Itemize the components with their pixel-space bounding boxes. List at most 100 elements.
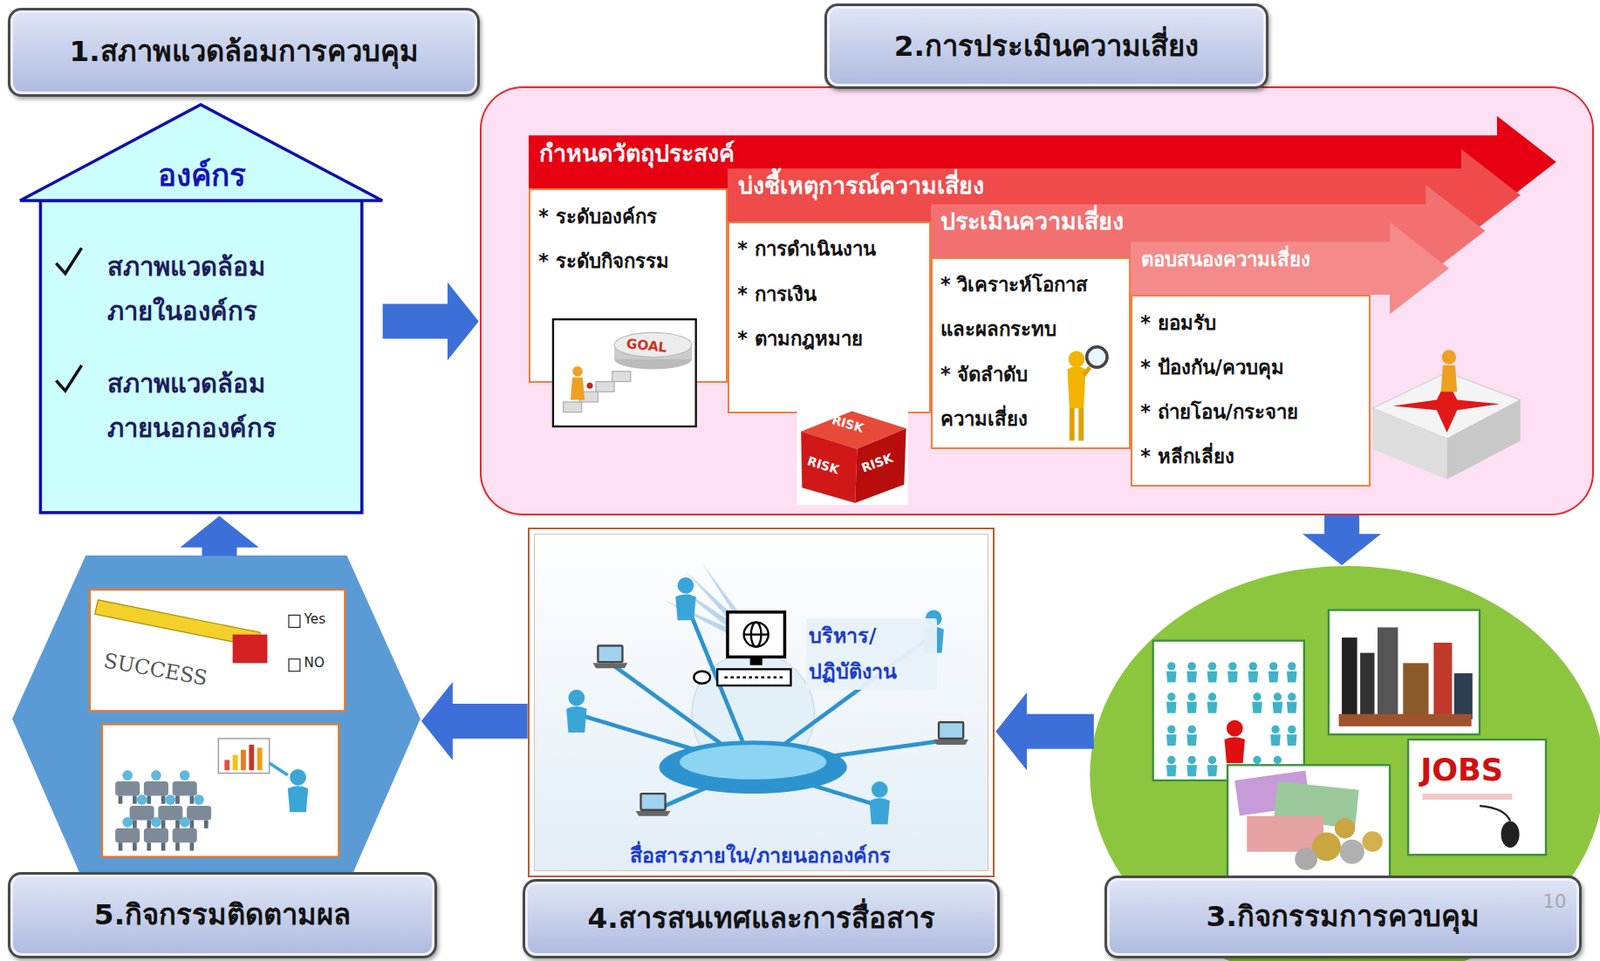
text-slot: สภาพแวดล้อม ภายในองค์กร <box>107 245 350 335</box>
text-slot: บ่งชี้เหตุการณ์ความเสี่ยง <box>738 168 985 205</box>
direction-picture <box>1372 349 1521 480</box>
flow-arrow <box>201 547 237 557</box>
check-mark <box>55 365 82 391</box>
bullet-item: * การดำเนินงาน <box>737 226 921 272</box>
risk-panel: กำหนดวัตถุประสงค์* ระดับองค์กร* ระดับกิจ… <box>479 86 1594 515</box>
network-picture <box>691 653 814 776</box>
bullet-item: * หลีกเลี่ยง <box>1140 434 1361 479</box>
direction-picture <box>1393 379 1501 433</box>
hexagon-ground <box>12 555 421 888</box>
network-picture <box>685 601 753 767</box>
section-title: 4.สารสนเทศและการสื่อสาร <box>522 879 1000 959</box>
goal-picture <box>614 332 692 357</box>
text-part: * <box>538 249 549 273</box>
section-title: 5.กิจกรรมติดตามผล <box>7 872 437 959</box>
risk-dice <box>800 431 857 504</box>
network-picture <box>751 622 762 648</box>
bullet-item: * ยอมรับ <box>1140 300 1361 346</box>
text-slot: RISK <box>807 453 841 468</box>
network-picture <box>593 644 629 669</box>
flow-arrow <box>1324 515 1360 535</box>
network-picture <box>675 577 696 621</box>
people-picture <box>1286 692 1298 713</box>
bullet-item: * ระดับองค์กร <box>538 194 718 240</box>
meeting-picture <box>143 817 169 852</box>
network-picture <box>744 622 769 648</box>
text-slot: สื่อสารภายใน/ภายนอกองค์กร <box>551 842 971 869</box>
text-slot: JOBS <box>1420 752 1504 788</box>
text-slot: 2.การประเมินความเสี่ยง <box>824 3 1269 89</box>
list-box: * วิเคราะห์โอกาส และผลกระทบ* จัดลำดับ คว… <box>930 257 1131 450</box>
network-picture <box>566 563 969 825</box>
goal-picture <box>587 382 594 390</box>
jobs-picture <box>1479 806 1511 822</box>
network-picture <box>717 669 791 686</box>
goal-picture <box>553 319 697 427</box>
direction-picture <box>1441 365 1458 392</box>
text-slot: บริหาร/ ปฏิบัติงาน <box>806 618 937 691</box>
network-picture <box>727 612 786 657</box>
bullet-item: * ระดับกิจกรรม <box>538 239 718 284</box>
network-picture <box>609 663 753 767</box>
network-picture <box>724 676 784 679</box>
text-part: สภาพแวดล้อม <box>107 252 266 282</box>
text-slot: 4.สารสนเทศและการสื่อสาร <box>522 879 1000 959</box>
text-slot: กำหนดวัตถุประสงค์ <box>539 136 735 172</box>
people-picture <box>1268 662 1279 683</box>
supplies-picture <box>1339 714 1472 727</box>
money-picture <box>1361 831 1382 852</box>
control-ellipse: 3.กิจกรรมการควบคุม <box>1094 566 1600 961</box>
people-picture <box>1166 725 1177 746</box>
picture-text: RISK <box>806 454 842 478</box>
bullet-item: * การเงิน <box>737 272 921 317</box>
picture-text: RISK <box>860 451 896 476</box>
people-picture <box>1166 692 1177 713</box>
meeting-picture <box>218 738 269 774</box>
text-part: * <box>737 282 748 306</box>
network-picture <box>566 690 587 733</box>
people-picture <box>1166 662 1177 683</box>
process-band: ตอบสนองความเสี่ยง* ยอมรับ* ป้องกัน/ควบคุ… <box>1130 222 1450 487</box>
network-picture <box>679 745 827 780</box>
text-part: * <box>737 237 748 260</box>
success-picture <box>95 600 260 648</box>
text-part: ระดับองค์กร <box>555 205 657 228</box>
text-part: ความเสี่ยง <box>940 407 1028 431</box>
people-picture <box>1224 720 1245 764</box>
supplies-picture <box>1328 610 1480 736</box>
flow-arrow <box>451 704 528 739</box>
text-part: * <box>940 273 951 296</box>
supplies-picture <box>1328 610 1480 736</box>
risk-dice <box>796 409 908 506</box>
node-outline <box>12 555 421 888</box>
text-slot: RISK <box>861 461 895 476</box>
goal-picture <box>563 402 582 413</box>
money-picture <box>1334 818 1355 839</box>
direction-picture <box>1442 349 1457 364</box>
goal-picture <box>572 366 583 377</box>
network-picture <box>752 739 951 768</box>
supplies-picture <box>1433 642 1452 720</box>
analyst-figure <box>1066 347 1108 442</box>
network-picture <box>673 583 741 635</box>
money-picture <box>1234 771 1311 817</box>
risk-dice <box>854 428 906 503</box>
check-mark <box>55 247 82 274</box>
picture-text: SUCCESS <box>102 649 210 691</box>
network-picture <box>653 767 754 812</box>
text-part: * <box>1140 311 1151 335</box>
check-mark <box>55 247 82 391</box>
jobs-picture <box>1422 793 1512 800</box>
info-frame: 4.สารสนเทศและการสื่อสารบริหาร/ ปฏิบัติงา… <box>527 527 996 878</box>
bullet-item: * ป้องกัน/ควบคุม <box>1140 345 1361 390</box>
ellipse-ground <box>1089 566 1600 961</box>
band-heading: กำหนดวัตถุประสงค์ <box>539 139 735 168</box>
people-picture <box>1247 662 1259 683</box>
section-title: 2.การประเมินความเสี่ยง <box>824 3 1269 89</box>
text-part: ถ่ายโอน/กระจาย <box>1157 400 1299 424</box>
band-heading: ประเมินความเสี่ยง <box>940 207 1124 236</box>
text-part: * <box>538 205 549 228</box>
